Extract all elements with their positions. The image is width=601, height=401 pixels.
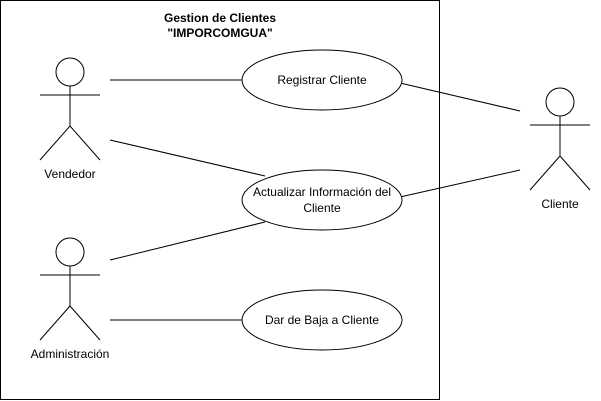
actor-administracion-head (55, 237, 85, 267)
system-title-line-1: Gestion de Clientes (164, 11, 276, 25)
use-case-registrar-cliente[interactable]: Registrar Cliente (241, 49, 403, 111)
use-case-actualizar-label-line-1: Actualizar Información del (253, 185, 391, 199)
actor-vendedor[interactable]: Vendedor (39, 57, 101, 181)
use-case-dar-de-baja[interactable]: Dar de Baja a Cliente (241, 289, 403, 351)
association-cliente-actualizar (399, 169, 521, 198)
association-administracion-actualizar (109, 221, 266, 261)
system-boundary (0, 0, 440, 400)
actor-cliente-right-leg (559, 155, 591, 191)
actor-cliente[interactable]: Cliente (529, 87, 591, 211)
actor-vendedor-left-leg (39, 125, 71, 161)
actor-cliente-head (545, 87, 575, 117)
actor-administracion-right-leg (69, 305, 101, 341)
actor-vendedor-right-leg (69, 125, 101, 161)
use-case-actualizar-ellipse (241, 169, 403, 231)
actor-cliente-left-leg (529, 155, 561, 191)
use-case-dar-baja-label: Dar de Baja a Cliente (265, 313, 379, 327)
associations (109, 79, 521, 321)
system-title-line-2: "IMPORCOMGUA" (167, 26, 272, 40)
actor-administracion-label: Administración (31, 347, 110, 361)
use-case-registrar-ellipse (241, 49, 403, 111)
association-cliente-registrar (399, 82, 521, 112)
association-vendedor-actualizar (109, 139, 266, 177)
use-case-actualizar-informacion[interactable]: Actualizar Información del Cliente (241, 169, 403, 231)
actor-administracion[interactable]: Administración (31, 237, 110, 361)
use-case-dar-baja-ellipse (241, 289, 403, 351)
actor-vendedor-head (55, 57, 85, 87)
use-case-actualizar-label-line-2: Cliente (303, 201, 341, 215)
actor-administracion-left-leg (39, 305, 71, 341)
actor-vendedor-label: Vendedor (44, 167, 95, 181)
use-case-registrar-label: Registrar Cliente (277, 73, 367, 87)
actor-cliente-label: Cliente (541, 197, 579, 211)
